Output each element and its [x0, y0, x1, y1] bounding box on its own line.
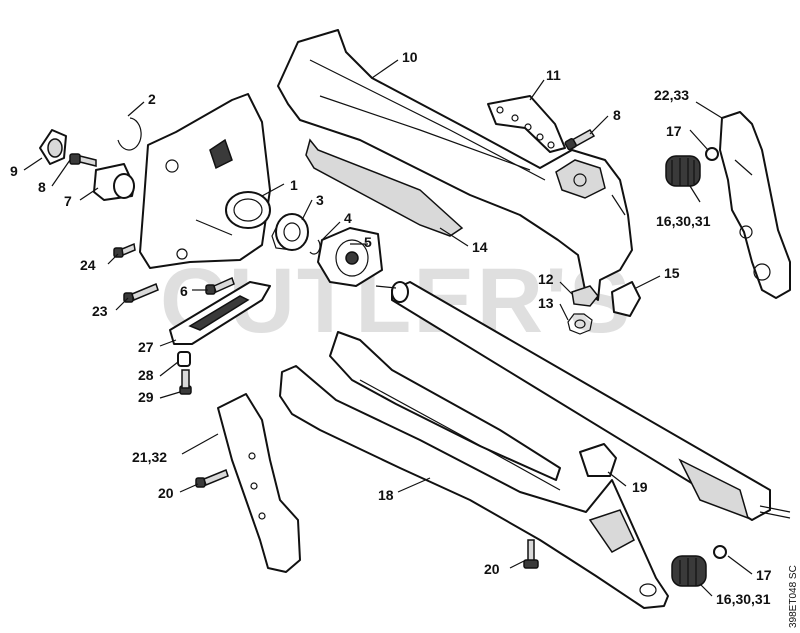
part-21-handle-cover: [217, 393, 301, 573]
part-19-clip: [579, 443, 617, 477]
leader-lines: [23, 59, 753, 597]
callout-6: 6: [180, 283, 188, 299]
part-14-strip: [305, 138, 464, 237]
part-4-circlip: [309, 239, 321, 255]
part-8-screw-right: [564, 129, 596, 151]
callout-4: 4: [344, 210, 352, 226]
callout-5: 5: [364, 234, 372, 250]
part-17-plug-lower: [713, 545, 727, 559]
callout-20-bottom: 20: [484, 561, 500, 577]
part-16-buffer-upper: [665, 155, 701, 187]
callout-22: 22,33: [654, 87, 689, 103]
callout-24: 24: [80, 257, 96, 273]
part-15-clip: [611, 281, 641, 317]
callout-17-lower: 17: [756, 567, 772, 583]
part-27-slide: [169, 281, 271, 345]
callout-13: 13: [538, 295, 554, 311]
part-11-bracket: [487, 95, 566, 153]
part-22-handle-cover: [719, 111, 791, 299]
part-10-upper-housing: [277, 29, 633, 301]
callout-21: 21,32: [132, 449, 167, 465]
callout-3: 3: [316, 192, 324, 208]
part-3-bearing: [271, 213, 309, 251]
part-17-plug-upper: [705, 147, 719, 161]
part-18-lower-housing: [279, 331, 669, 609]
callout-29: 29: [138, 389, 154, 405]
callout-18: 18: [378, 487, 394, 503]
callout-27: 27: [138, 339, 154, 355]
part-5-coupling: [317, 227, 383, 287]
part-29-screw: [179, 369, 192, 395]
callout-23: 23: [92, 303, 108, 319]
part-1-bearing-housing: [139, 93, 271, 269]
callout-15: 15: [664, 265, 680, 281]
callout-9: 9: [10, 163, 18, 179]
callout-12: 12: [538, 271, 554, 287]
callout-8-left: 8: [38, 179, 46, 195]
callout-20-left: 20: [158, 485, 174, 501]
callout-16-upper: 16,30,31: [656, 213, 711, 229]
part-20-screw-bottom: [523, 539, 539, 569]
callout-19: 19: [632, 479, 648, 495]
callout-16-lower: 16,30,31: [716, 591, 771, 607]
callout-1: 1: [290, 177, 298, 193]
part-8-screw-left: [69, 153, 97, 167]
part-12-nut: [571, 285, 599, 307]
part-24-screw: [113, 242, 136, 258]
part-16-buffer-lower: [671, 555, 707, 587]
part-28-sleeve: [177, 351, 191, 367]
callout-14: 14: [472, 239, 488, 255]
callout-7: 7: [64, 193, 72, 209]
callout-10: 10: [402, 49, 418, 65]
reference-code: 398ET048 SC: [788, 565, 799, 628]
callout-11: 11: [546, 67, 561, 83]
callout-8-right: 8: [613, 107, 621, 123]
part-13-washer: [567, 313, 593, 335]
part-9-cap: [39, 129, 67, 165]
callout-2: 2: [148, 91, 156, 107]
callout-28: 28: [138, 367, 154, 383]
part-23-screw: [123, 282, 159, 303]
part-7-roller: [93, 163, 135, 201]
callout-17-upper: 17: [666, 123, 682, 139]
part-2-circlip: [117, 117, 142, 151]
drive-tube: [375, 281, 791, 521]
part-20-screw-left: [195, 469, 229, 488]
